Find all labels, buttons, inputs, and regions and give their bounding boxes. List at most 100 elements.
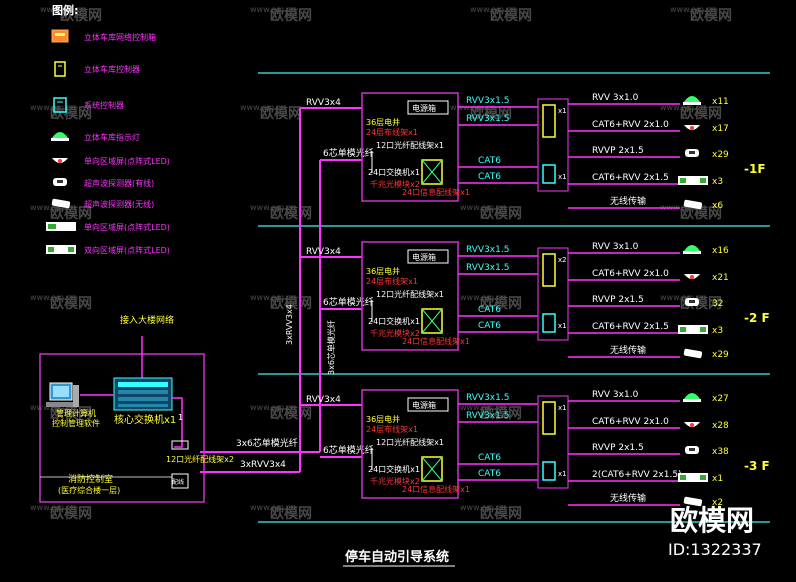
fiber-patch-panel-icon: [171, 440, 189, 450]
well-label: 36层电井: [366, 117, 400, 127]
cable-label: RVV3x1.5: [466, 263, 509, 273]
watermark-url: www.om.cn: [30, 203, 76, 212]
watermark-brand: 欧模网: [270, 7, 312, 24]
feed-power-label: RVV3x4: [306, 98, 341, 108]
legend-item: 系统控制器: [53, 97, 124, 113]
wired-detector-icon: [685, 298, 699, 306]
device-count: x28: [712, 421, 729, 431]
wired-detector-icon: [53, 178, 67, 186]
electrical-well-frame: [361, 92, 459, 202]
device-cable-label: CAT6+RVV 2x1.0: [592, 269, 669, 279]
controller-count: x1: [558, 470, 567, 478]
device-count: x29: [712, 350, 729, 360]
device-row: RVV 3x1.0 x11: [568, 93, 729, 107]
legend-item: 立体车库网络控制箱: [51, 29, 156, 43]
info-patch-label: 24口信息配线架x1: [402, 187, 470, 197]
legend-item-label: 单向区域屏(点阵式LED): [84, 222, 170, 232]
feed-fiber-label: 6芯单模光纤: [323, 147, 374, 159]
floor-dividers: [258, 72, 770, 523]
brand-watermark: 欧模网: [670, 504, 754, 537]
legend-items: 立体车库网络控制箱立体车库控制器系统控制器立体车库指示灯单向区域屏(点阵式LED…: [46, 29, 170, 255]
controller-count: x2: [558, 256, 567, 264]
watermark-brand: 欧模网: [270, 505, 312, 522]
device-count: x11: [712, 97, 729, 107]
system-controller-icon: [542, 461, 556, 481]
device-count: x6: [712, 201, 723, 211]
cable-label: RVV3x1.5: [466, 245, 509, 255]
wireless-detector-icon: [51, 198, 71, 209]
device-cable-label: 无线传输: [610, 344, 646, 356]
feed-power-label: RVV3x4: [306, 247, 341, 257]
power-box-label: 电源箱: [412, 103, 436, 113]
device-count: x16: [712, 246, 729, 256]
legend-item: 立体车库指示灯: [51, 132, 140, 142]
led-sign-double-icon: [46, 245, 76, 254]
dome-screen-icon: [684, 274, 700, 279]
device-count: x17: [712, 124, 729, 134]
distribution-frame: [537, 247, 569, 341]
device-count: x3: [712, 177, 723, 187]
electrical-well-frame: [361, 241, 459, 351]
watermark-brand: 欧模网: [270, 295, 312, 312]
device-row: 2(CAT6+RVV 2x1.5)x1: [568, 470, 723, 484]
legend-item: 超声波探测器(无线): [51, 198, 154, 209]
watermark-brand: 欧模网: [50, 205, 92, 222]
riser-power-label: 3xRVV3x4: [285, 304, 294, 345]
feed-fiber-label: 6芯单模光纤: [323, 444, 374, 456]
watermark-url: www.om.cn: [250, 403, 296, 412]
cable-label: CAT6: [478, 156, 501, 166]
green-dome-light-icon: [51, 132, 69, 141]
device-cable-label: CAT6+RVV 2x1.0: [592, 417, 669, 427]
green-dome-light-icon: [683, 393, 701, 402]
power-out-label: 3xRVV3x4: [240, 460, 286, 470]
switch-icon: [421, 308, 443, 334]
led-sign-double-icon: [678, 325, 708, 334]
legend-item-label: 超声波探测器(无线): [84, 199, 154, 209]
diagram-title: 停车自动引导系统: [345, 549, 449, 565]
watermark-brand: 欧模网: [480, 405, 522, 422]
switch-label: 24口交换机x1: [368, 167, 420, 177]
distribution-frame: [537, 395, 569, 489]
rack-label: 24层布线架x1: [366, 276, 418, 286]
green-dome-light-icon: [683, 96, 701, 105]
cable-label: RVV3x1.5: [466, 96, 509, 106]
watermark-url: www.om.cn: [660, 103, 706, 112]
feed-power-label: RVV3x4: [306, 395, 341, 405]
rack-label: 24层布线架x1: [366, 127, 418, 137]
software-label: 控制管理软件: [52, 418, 100, 428]
device-cable-label: CAT6+RVV 2x1.5: [592, 173, 669, 183]
device-cable-label: CAT6+RVV 2x1.5: [592, 322, 669, 332]
wired-detector-icon: [685, 446, 699, 454]
watermark-brand: 欧模网: [270, 405, 312, 422]
watermark-brand: 欧模网: [490, 7, 532, 24]
legend-item-label: 双向区域屏(点阵式LED): [84, 245, 170, 255]
watermark-brand: 欧模网: [480, 205, 522, 222]
computer-icon: [46, 382, 79, 407]
power-box: [407, 100, 449, 115]
switch-icon: [421, 159, 443, 185]
device-cable-label: RVV 3x1.0: [592, 93, 639, 103]
garage-controller-icon: [542, 104, 556, 138]
watermark-url: www.om.cn: [460, 203, 506, 212]
device-cable-label: RVV 3x1.0: [592, 242, 639, 252]
cable-label: CAT6: [478, 453, 501, 463]
power-box: [407, 249, 449, 264]
device-cable-label: 无线传输: [610, 492, 646, 504]
cyan-controller-icon: [53, 97, 67, 113]
fiber-panel-label: 12口光纤配线架x1: [376, 140, 444, 150]
legend-item: 超声波探测器(有线): [53, 178, 154, 188]
cable-label: CAT6: [478, 172, 501, 182]
device-count: x3: [712, 326, 723, 336]
watermark-brand: 欧模网: [690, 7, 732, 24]
riser-fiber-label: 3x6芯单模光纤: [326, 320, 336, 375]
device-count: x38: [712, 447, 729, 457]
cable-label: CAT6: [478, 469, 501, 479]
watermark-url: www.om.cn: [470, 5, 516, 14]
watermark-brand: 欧模网: [470, 105, 512, 122]
legend-item: 单向区域屏(点阵式LED): [52, 156, 170, 166]
watermark-url: www.om.cn: [40, 5, 86, 14]
controller-count: x1: [558, 404, 567, 412]
watermark-brand: 欧模网: [680, 205, 722, 222]
